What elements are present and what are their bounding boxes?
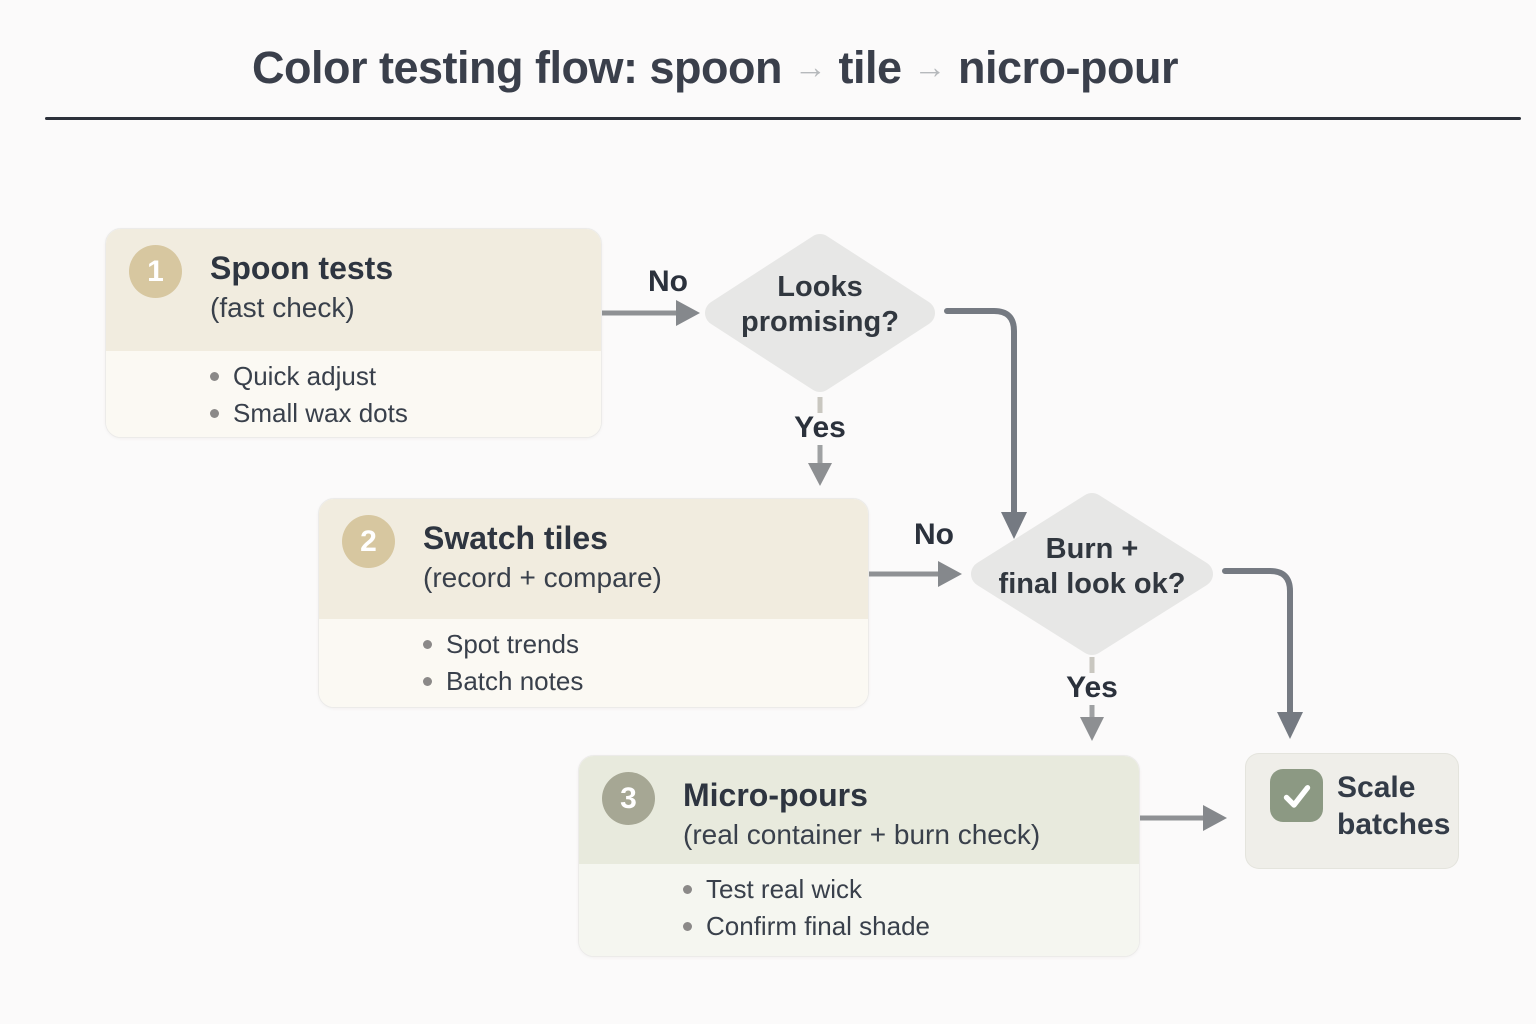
step-card-body: Test real wick Confirm final shade	[579, 864, 1139, 956]
step-card-spoon-tests: 1 Spoon tests (fast check) Quick adjust …	[105, 228, 602, 438]
step-number-badge: 3	[602, 772, 655, 825]
arrowhead-icon	[938, 561, 962, 587]
page-title: Color testing flow: spoon → tile → nicro-pou…	[0, 42, 1536, 94]
step-card-swatch-tiles: 2 Swatch tiles (record + compare) Spot t…	[318, 498, 869, 708]
bullet-item: Test real wick	[683, 871, 1139, 908]
bullet-dot-icon	[210, 409, 219, 418]
bullet-item: Quick adjust	[210, 358, 601, 395]
connector-decision2-to-terminal	[1222, 568, 1293, 717]
title-prefix: Color testing flow: spoon	[252, 42, 782, 93]
bullet-dot-icon	[423, 640, 432, 649]
bullet-text: Quick adjust	[233, 361, 377, 391]
bullet-dot-icon	[210, 372, 219, 381]
bullet-text: Batch notes	[446, 666, 584, 696]
decision-label-burn-final-look: Burn + final look ok?	[972, 532, 1212, 602]
step-number: 2	[360, 524, 377, 558]
step-subtitle: (record + compare)	[423, 562, 662, 593]
title-middle: tile	[838, 42, 902, 93]
bullet-text: Test real wick	[706, 874, 863, 904]
step-title: Spoon tests	[210, 250, 394, 286]
bullet-item: Confirm final shade	[683, 908, 1139, 945]
edge-label-yes-2: Yes	[1066, 671, 1118, 704]
title-divider	[45, 117, 1521, 120]
step-title: Swatch tiles	[423, 520, 608, 556]
arrowhead-icon	[676, 300, 700, 326]
edge-label-no-1: No	[648, 265, 688, 298]
title-suffix: nicro-pour	[958, 42, 1178, 93]
step-card-body: Spot trends Batch notes	[319, 619, 868, 707]
bullet-text: Spot trends	[446, 629, 579, 659]
step-number: 3	[620, 781, 637, 815]
edge-label-yes-1: Yes	[794, 411, 846, 444]
decision-line1: Burn +	[1045, 533, 1139, 565]
decision-line2: final look ok?	[998, 568, 1186, 600]
terminal-label: Scale batches	[1337, 771, 1451, 841]
bullet-item: Small wax dots	[210, 395, 601, 432]
step-card-header: 1 Spoon tests (fast check)	[106, 229, 601, 351]
bullet-item: Batch notes	[423, 663, 868, 700]
edge-label-no-2: No	[914, 518, 954, 551]
arrowhead-icon	[1277, 712, 1303, 739]
step-number-badge: 2	[342, 515, 395, 568]
bullet-dot-icon	[683, 922, 692, 931]
bullet-dot-icon	[683, 885, 692, 894]
step-card-micro-pours: 3 Micro-pours (real container + burn che…	[578, 755, 1140, 957]
arrow-right-icon: →	[793, 48, 827, 85]
decision-line2: promising?	[741, 306, 899, 338]
bullet-item: Spot trends	[423, 626, 868, 663]
step-number: 1	[147, 254, 164, 288]
decision-line1: Looks	[777, 271, 863, 303]
step-title: Micro-pours	[683, 777, 868, 813]
check-icon	[1270, 769, 1323, 822]
connector-decision1-to-decision2	[944, 308, 1017, 517]
arrowhead-icon	[808, 463, 832, 486]
arrowhead-icon	[1203, 805, 1227, 831]
terminal-scale-batches: Scale batches	[1245, 753, 1459, 869]
arrow-right-icon: →	[913, 48, 947, 85]
decision-label-looks-promising: Looks promising?	[700, 270, 940, 340]
step-card-body: Quick adjust Small wax dots	[106, 351, 601, 437]
bullet-text: Small wax dots	[233, 398, 408, 428]
step-subtitle: (real container + burn check)	[683, 819, 1041, 850]
bullet-text: Confirm final shade	[706, 911, 930, 941]
bullet-dot-icon	[423, 677, 432, 686]
step-card-header: 2 Swatch tiles (record + compare)	[319, 499, 868, 619]
arrowhead-icon	[1080, 717, 1104, 741]
step-number-badge: 1	[129, 245, 182, 298]
step-subtitle: (fast check)	[210, 292, 355, 323]
step-card-header: 3 Micro-pours (real container + burn che…	[579, 756, 1139, 864]
